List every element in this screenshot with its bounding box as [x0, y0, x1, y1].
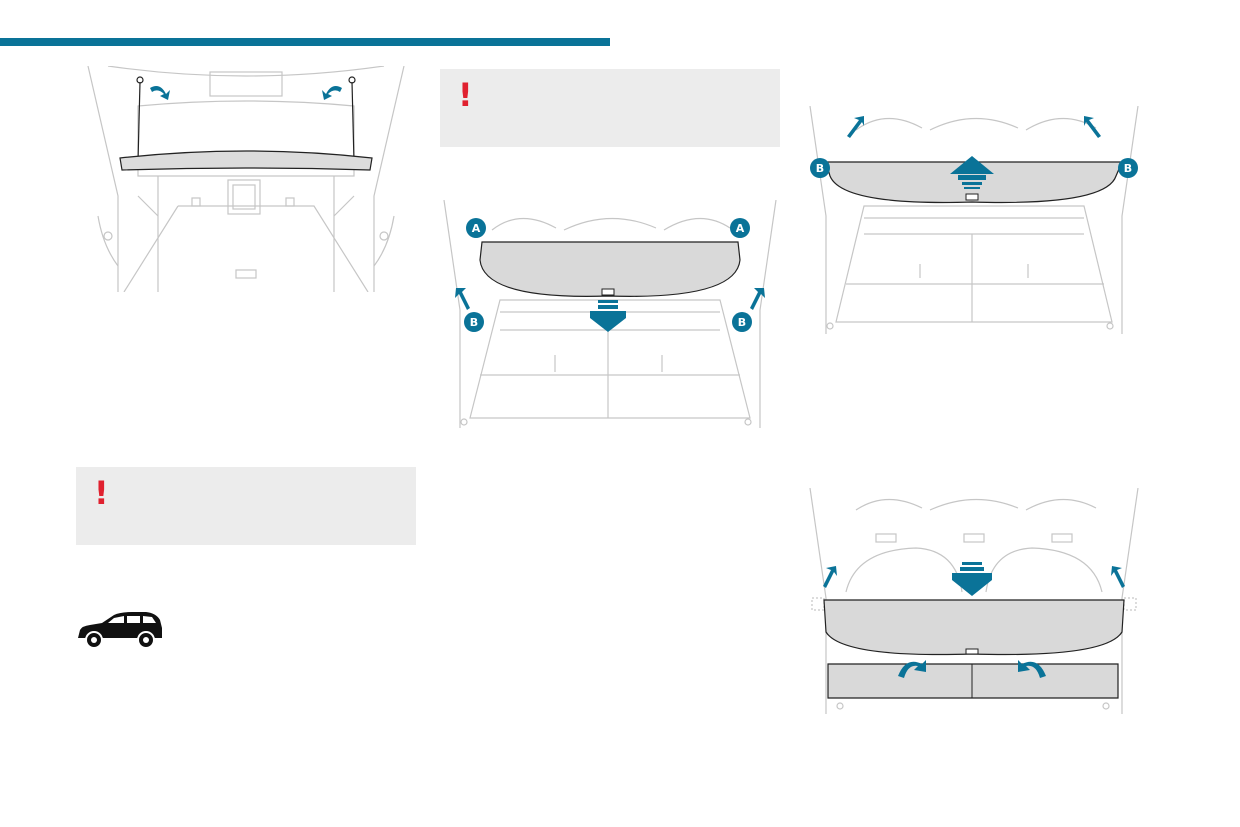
exclamation-icon: ! — [458, 76, 473, 114]
svg-text:A: A — [472, 222, 481, 235]
illustration-shelf-stow-floor — [806, 488, 1142, 714]
warning-box-top: ! — [440, 69, 780, 147]
callout-b-left: B — [464, 312, 484, 332]
illustration-shelf-raise-b: B B — [806, 106, 1142, 334]
exclamation-icon: ! — [94, 474, 109, 512]
callout-b-left: B — [810, 158, 830, 178]
svg-text:B: B — [816, 162, 824, 175]
callout-b-right: B — [1118, 158, 1138, 178]
warning-box-left: ! — [76, 467, 416, 545]
illustration-shelf-lower-ab: A A B B — [440, 200, 780, 428]
svg-text:B: B — [738, 316, 746, 329]
header-accent-bar — [0, 38, 610, 46]
svg-text:B: B — [470, 316, 478, 329]
illustration-trunk-shelf-cords — [78, 66, 414, 292]
callout-a-left: A — [466, 218, 486, 238]
car-side-icon — [76, 610, 164, 650]
svg-text:A: A — [736, 222, 745, 235]
callout-b-right: B — [732, 312, 752, 332]
callout-a-right: A — [730, 218, 750, 238]
svg-text:B: B — [1124, 162, 1132, 175]
